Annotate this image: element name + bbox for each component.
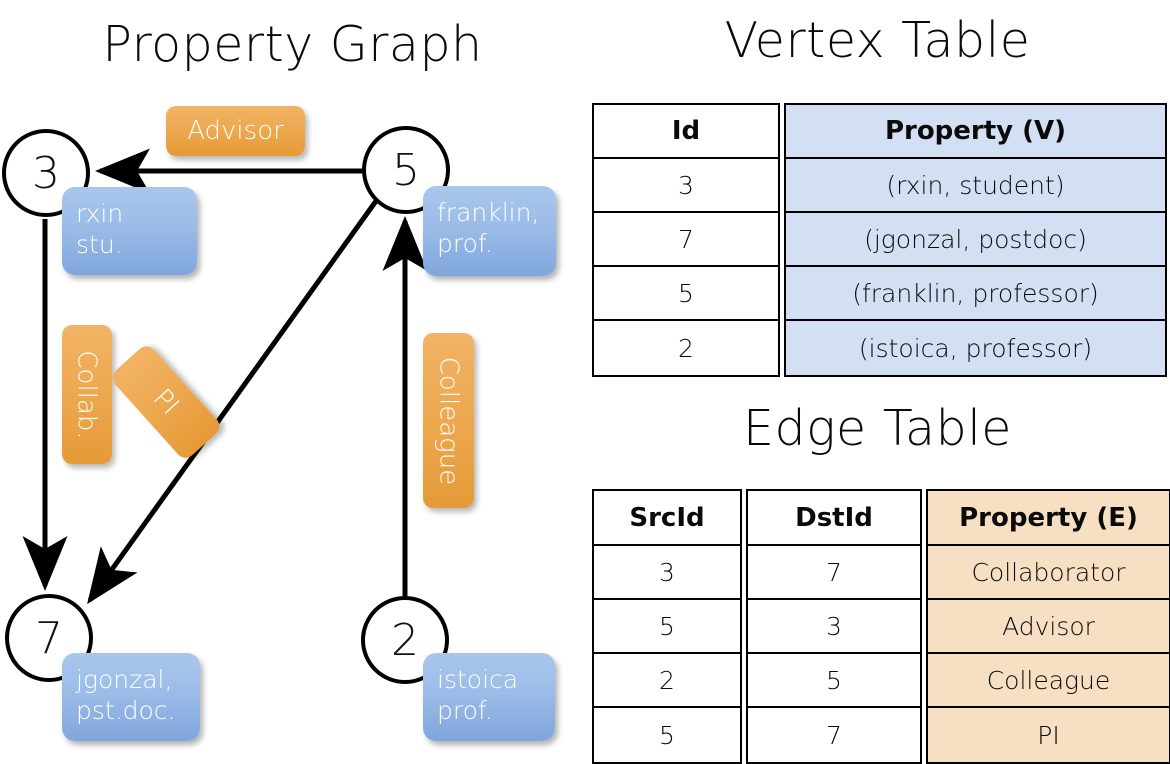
edge-table-col-dstid: DstId 7 3 5 7 <box>746 489 922 764</box>
table-row: 2 <box>594 654 740 708</box>
table-row: Collaborator <box>928 546 1169 600</box>
edge-label-advisor: Advisor <box>166 106 305 156</box>
graph-edges-svg <box>22 148 428 605</box>
edge-table-header-srcid: SrcId <box>594 491 740 546</box>
table-row: (istoica, professor) <box>786 321 1165 375</box>
table-row: Advisor <box>928 600 1169 654</box>
vertex-table: Id 3 7 5 2 Property (V) (rxin, student) … <box>592 103 1167 377</box>
table-row: 5 <box>748 654 920 708</box>
graph-node-2[interactable]: 2 <box>361 596 449 684</box>
table-row: 3 <box>594 546 740 600</box>
node-property-box-5: franklin, prof. <box>423 186 556 276</box>
table-row: PI <box>928 708 1169 762</box>
edge-line-pi <box>87 199 379 605</box>
page-title-vertex-table: Vertex Table <box>724 12 1031 69</box>
edge-label-pi-text: PI <box>147 383 185 421</box>
table-row: 3 <box>748 600 920 654</box>
graph-node-5[interactable]: 5 <box>362 126 450 214</box>
table-row: 5 <box>594 600 740 654</box>
node-property-box-7: jgonzal, pst.doc. <box>62 653 200 741</box>
edge-table-col-srcid: SrcId 3 5 2 5 <box>592 489 742 764</box>
table-row: 5 <box>594 708 740 762</box>
edge-table-header-dstid: DstId <box>748 491 920 546</box>
table-row: (rxin, student) <box>786 159 1165 213</box>
edge-label-advisor-text: Advisor <box>187 116 284 146</box>
property-graph-diagram: 3 5 7 2 rxin stu. franklin, prof. jgonza… <box>0 0 585 760</box>
node-property-box-2: istoica prof. <box>423 653 555 741</box>
table-row: 5 <box>594 267 778 321</box>
edge-label-colleague-text: Colleague <box>433 356 464 485</box>
vertex-table-col-property: Property (V) (rxin, student) (jgonzal, p… <box>784 103 1167 377</box>
vertex-table-col-id: Id 3 7 5 2 <box>592 103 780 377</box>
table-row: 7 <box>748 708 920 762</box>
vertex-table-header-id: Id <box>594 105 778 159</box>
vertex-table-header-property: Property (V) <box>786 105 1165 159</box>
edge-label-collab: Collab. <box>62 325 112 464</box>
edge-label-collab-text: Collab. <box>72 349 102 440</box>
table-row: 7 <box>748 546 920 600</box>
edge-label-colleague: Colleague <box>423 333 474 508</box>
table-row: Colleague <box>928 654 1169 708</box>
page-title-property-graph: Property Graph <box>102 16 483 73</box>
table-row: (franklin, professor) <box>786 267 1165 321</box>
page-title-edge-table: Edge Table <box>743 400 1012 457</box>
table-row: (jgonzal, postdoc) <box>786 213 1165 267</box>
table-row: 7 <box>594 213 778 267</box>
table-row: 2 <box>594 321 778 375</box>
edge-table-col-property: Property (E) Collaborator Advisor Collea… <box>926 489 1170 764</box>
table-row: 3 <box>594 159 778 213</box>
edge-table-header-property: Property (E) <box>928 491 1169 546</box>
edge-table: SrcId 3 5 2 5 DstId 7 3 5 7 Property (E)… <box>592 489 1170 764</box>
node-property-box-3: rxin stu. <box>62 187 197 275</box>
